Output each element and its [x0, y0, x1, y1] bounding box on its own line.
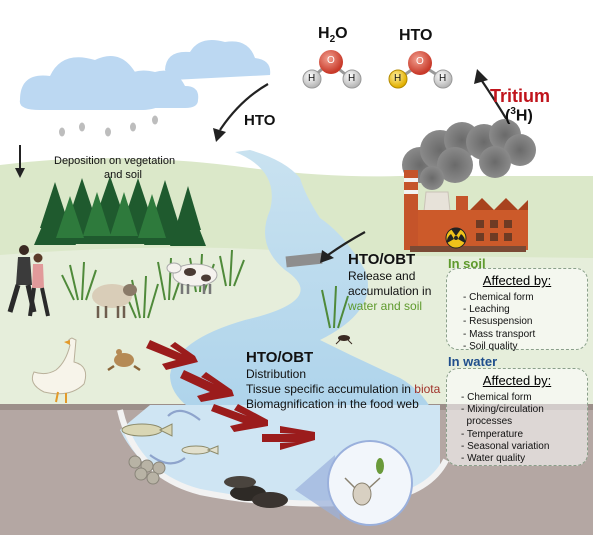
people-walking: [7, 245, 50, 317]
soil-affected-by: Affected by:: [482, 273, 552, 288]
biota-line-3: Biomagnification in the food web: [246, 397, 419, 411]
soil-factor: - Soil quality: [463, 340, 518, 352]
release-line-3-soil: soil: [404, 299, 423, 313]
hto-molecule: [388, 51, 453, 89]
cow: [166, 262, 218, 294]
soil-factor: - Resuspension: [463, 316, 533, 328]
water-factor: - Chemical form: [461, 392, 532, 403]
hto-atom-o: O: [416, 56, 424, 67]
water-factor: - Temperature: [461, 428, 524, 440]
in-soil-heading: In soil: [448, 256, 486, 271]
forest: [34, 176, 206, 246]
release-line-2: accumulation in: [348, 284, 432, 298]
deposition-line-1: Deposition on vegetation: [54, 155, 176, 167]
frog: [107, 349, 141, 372]
crops: [61, 249, 349, 329]
release-line-3-water: water and: [348, 299, 405, 313]
hto-formula: HTO: [399, 27, 433, 44]
hto-atom-h: H: [439, 73, 447, 84]
water-factor: processes: [461, 416, 513, 428]
h2o-atom-h2: H: [348, 73, 356, 84]
biota-line-2-text: Tissue specific accumulation in: [246, 382, 415, 396]
deposition-line-2: and soil: [104, 169, 142, 181]
hto-air-label: HTO: [244, 112, 276, 129]
biota-title: HTO/OBT: [246, 349, 314, 366]
goose: [31, 337, 87, 403]
release-line-1: Release and: [348, 269, 416, 283]
aquatic-life: [121, 409, 288, 508]
beetle: [335, 335, 353, 345]
h2o-formula: H2O: [318, 25, 348, 45]
soil-factors-list: - Chemical form - Leaching - Resuspensio…: [447, 292, 587, 353]
soil-factor: - Chemical form: [463, 292, 534, 303]
water-factor: - Seasonal variation: [461, 440, 550, 452]
tritium-symbol-open: (: [505, 107, 511, 125]
tritium-symbol-rest: H): [515, 107, 533, 125]
soil-factors-box: Affected by: - Chemical form - Leaching …: [446, 268, 588, 353]
tritium-facility: [402, 119, 536, 252]
tritium-mass-number: 3: [510, 106, 516, 117]
biota-line-2: Tissue specific accumulation in biota: [246, 382, 440, 396]
release-line-3: water and soil: [348, 299, 422, 313]
water-factors-box: Affected by: - Chemical form - Mixing/ci…: [446, 368, 588, 466]
h2o-molecule: [302, 50, 362, 89]
biota-line-2-biota: biota: [414, 382, 441, 396]
h2o-formula-sub: 2: [329, 34, 336, 46]
h2o-formula-h: H: [318, 25, 330, 42]
sheep: [92, 284, 137, 318]
water-factor: - Mixing/circulation: [461, 404, 544, 416]
hto-to-cloud-arrow: [219, 83, 269, 131]
release-title: HTO/OBT: [348, 251, 416, 268]
soil-factor: - Mass transport: [463, 328, 536, 340]
rain-clouds: [19, 39, 271, 110]
h2o-formula-o: O: [335, 25, 348, 42]
tritium-label: Tritium: [490, 86, 551, 106]
h2o-atom-h1: H: [308, 73, 316, 84]
water-factors-list: - Chemical form - Mixing/circulation pro…: [447, 392, 587, 465]
hto-atom-t: H: [394, 73, 402, 84]
food-web-arrows: [146, 340, 315, 450]
biota-line-1: Distribution: [246, 367, 307, 381]
soil-factor: - Leaching: [463, 304, 510, 316]
tritium-symbol: (3H): [505, 106, 533, 125]
h2o-atom-o: O: [327, 55, 335, 66]
water-affected-by: Affected by:: [482, 373, 552, 388]
release-to-water-arrow: [327, 231, 366, 256]
plankton-inset: [295, 440, 413, 526]
rain-drops: [59, 115, 158, 137]
water-factor: - Water quality: [461, 453, 526, 465]
in-water-heading: In water: [448, 354, 498, 369]
